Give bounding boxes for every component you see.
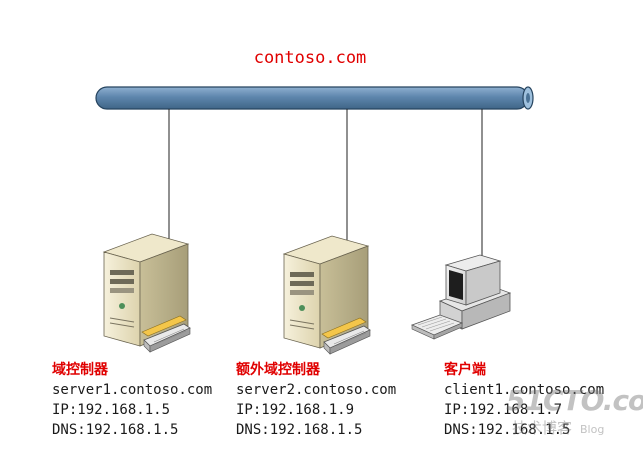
watermark-text: 51CTO.com <box>506 384 643 417</box>
domain-title: contoso.com <box>253 48 367 68</box>
desktop-computer-icon <box>410 254 512 340</box>
node-dns: DNS:192.168.1.5 <box>444 422 571 438</box>
node-role: 额外域控制器 <box>236 362 320 378</box>
node-label-server2: 额外域控制器 server2.contoso.com IP:192.168.1.… <box>236 360 396 440</box>
node-label-client1: 客户端 client1.contoso.com IP:192.168.1.7 D… <box>444 360 604 440</box>
server-tower-icon <box>102 233 191 353</box>
node-ip: IP:192.168.1.9 <box>236 402 355 418</box>
node-ip: IP:192.168.1.7 <box>444 402 563 418</box>
node-role: 域控制器 <box>52 362 108 378</box>
node-hostname: client1.contoso.com <box>444 382 605 398</box>
node-dns: DNS:192.168.1.5 <box>236 422 363 438</box>
node-dns: DNS:192.168.1.5 <box>52 422 179 438</box>
node-hostname: server2.contoso.com <box>236 382 397 398</box>
network-bus <box>95 86 534 110</box>
node-label-server1: 域控制器 server1.contoso.com IP:192.168.1.5 … <box>52 360 212 440</box>
node-hostname: server1.contoso.com <box>52 382 213 398</box>
server-tower-icon <box>282 235 371 355</box>
node-ip: IP:192.168.1.5 <box>52 402 171 418</box>
node-role: 客户端 <box>444 362 486 378</box>
watermark-subtext: 技术博客 <box>512 419 573 437</box>
watermark-tag: Blog <box>580 423 605 436</box>
site-watermark: 51CTO.com 技术博客 Blog <box>506 384 643 444</box>
